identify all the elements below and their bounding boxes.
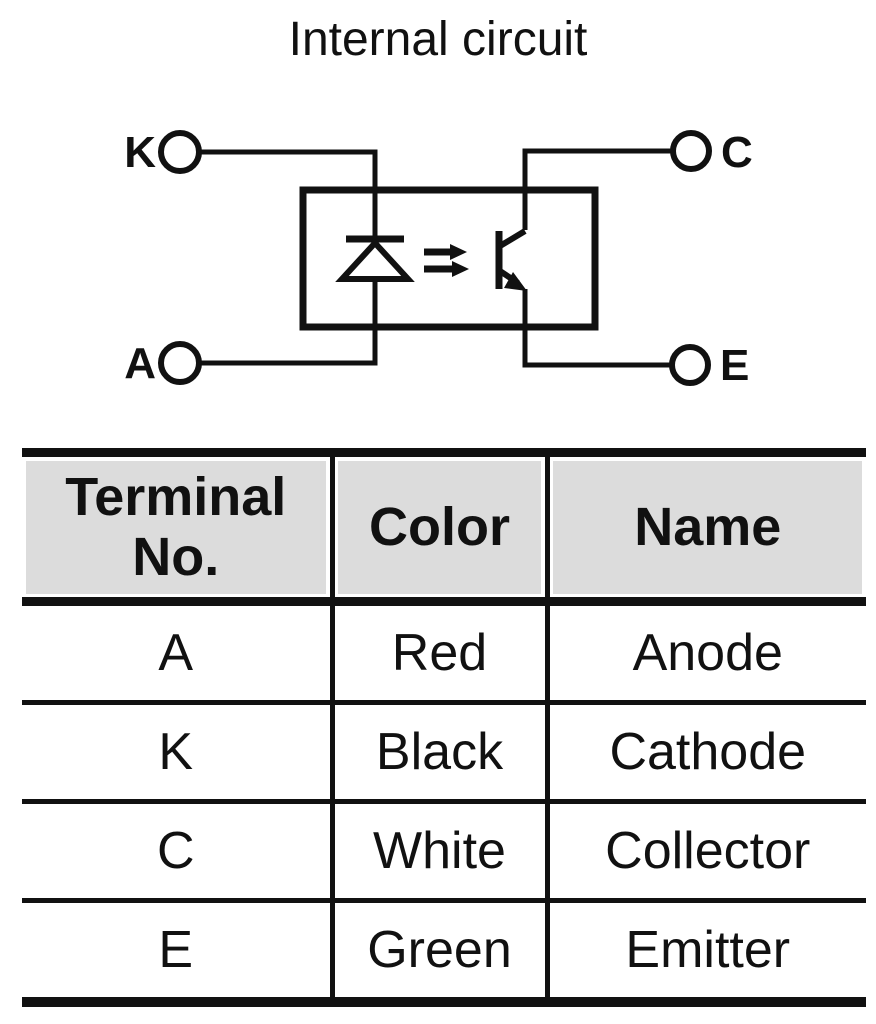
table-row-emitter: E Green Emitter <box>22 898 866 1002</box>
terminal-label-c: C <box>721 128 753 177</box>
cell-color-black: Black <box>332 700 547 802</box>
transistor-collector-lead <box>498 228 527 249</box>
cell-name-anode: Anode <box>544 601 866 703</box>
cell-color-white: White <box>332 799 547 901</box>
terminal-table-header: Terminal No. Color Name <box>22 452 866 606</box>
col-header-terminal-no: Terminal No. <box>22 452 335 606</box>
wires <box>199 148 672 368</box>
led-diode-symbol <box>335 235 415 282</box>
light-arrow-top-head <box>450 244 467 260</box>
wire-k-to-led <box>199 149 378 236</box>
wire-c-to-collector <box>522 148 672 230</box>
diagram-title: Internal circuit <box>288 13 588 66</box>
terminal-circle-k <box>158 130 202 174</box>
terminal-label-a: A <box>124 339 156 388</box>
light-arrow-bottom-head <box>452 261 469 277</box>
wire-emitter-to-e <box>522 289 671 368</box>
terminal-label-k: K <box>124 128 156 177</box>
cell-name-cathode: Cathode <box>544 700 866 802</box>
terminal-label-e: E <box>720 341 749 390</box>
cell-color-red: Red <box>391 624 488 682</box>
terminal-table-body: A Red Anode K Black Cathode C White Coll… <box>22 601 866 1002</box>
terminal-table: Terminal No. Color Name A Red Anode K Bl… <box>22 448 866 1007</box>
terminal-circle-e <box>669 344 711 386</box>
diode-triangle <box>335 238 415 282</box>
col-header-color: Color <box>332 452 547 606</box>
cell-color-green: Green <box>332 898 547 1002</box>
cell-name-emitter: Emitter <box>544 898 866 1002</box>
phototransistor-symbol <box>495 228 527 291</box>
terminals: K A C E <box>124 128 753 390</box>
table-row-collector: C White Collector <box>22 799 866 901</box>
cell-terminal-c: C <box>22 799 335 901</box>
cell-terminal-k: K <box>22 700 335 802</box>
table-row-cathode: K Black Cathode <box>22 700 866 802</box>
cell-terminal-e: E <box>22 898 335 1002</box>
header-row: Terminal No. Color Name <box>22 452 866 606</box>
cell-terminal-a: A <box>22 601 335 703</box>
terminal-circle-a <box>158 341 202 385</box>
wire-led-to-a <box>199 281 378 366</box>
cell-name-collector: Collector <box>544 799 866 901</box>
table-row-anode: A Red Anode <box>22 601 866 703</box>
internal-circuit-diagram: K A C E <box>124 128 753 390</box>
package-box <box>299 186 599 331</box>
transistor-emitter-arrowhead <box>504 272 527 291</box>
terminal-circle-c <box>670 130 712 172</box>
col-header-name: Name <box>544 452 866 606</box>
light-arrows-icon <box>424 244 469 277</box>
